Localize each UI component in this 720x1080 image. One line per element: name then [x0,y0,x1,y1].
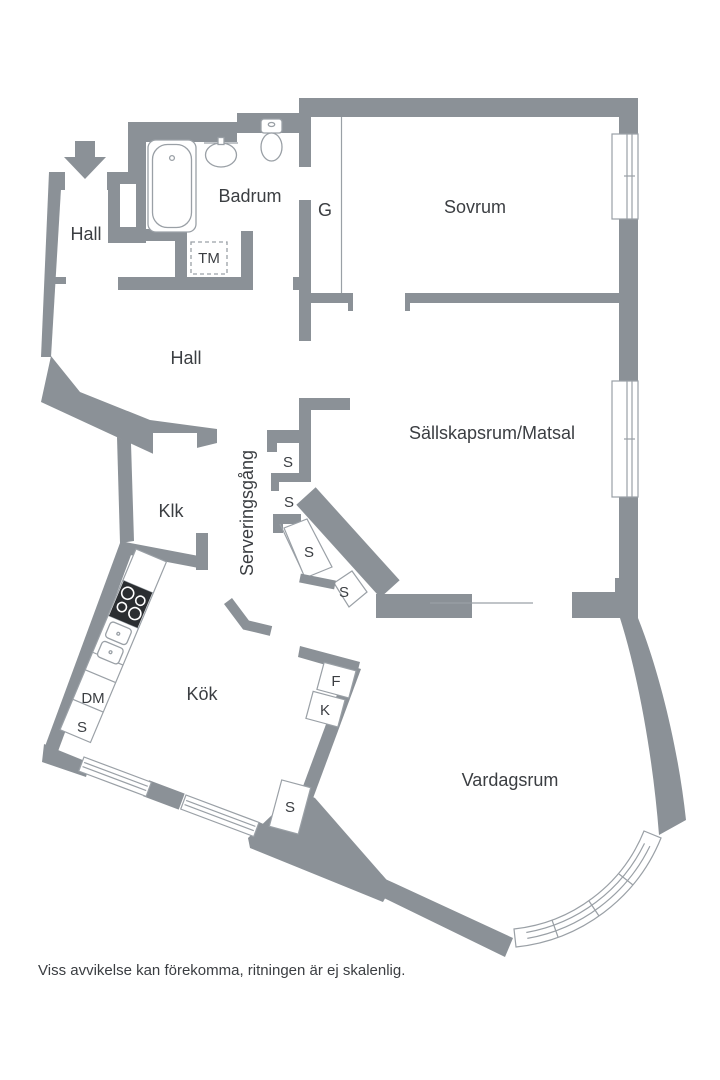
wall-hall-divider [118,277,253,290]
wall-salon-left [299,398,311,482]
wall-right-3 [619,497,638,594]
windows-layer [77,133,662,948]
washing-machine-box [190,241,228,275]
wall-diagonal-closets [296,487,400,598]
stove [109,580,153,628]
label-s3: S [304,544,314,561]
wall-right-stub [615,578,638,594]
label-s5: S [285,799,295,816]
label-sallskapsrum: Sällskapsrum/Matsal [409,423,575,443]
wall-top-band2 [128,122,237,142]
wall-klk-bottom [120,541,204,569]
label-hall-lower: Hall [170,348,201,368]
wall-curved-right [620,618,686,835]
wall-kitchen-corner [42,744,90,777]
toilet [260,118,283,162]
wall-salon-bottom-left [376,594,472,618]
closet-top-hook [267,443,277,452]
label-sovrum: Sovrum [444,197,506,217]
label-g-closet: G [318,200,332,220]
label-s2: S [284,494,294,511]
sink [204,136,238,168]
wall-left-outer [41,172,62,357]
disclaimer-text: Viss avvikelse kan förekomma, ritningen … [38,962,405,979]
closet-f-box [316,661,357,699]
kitchen-counter [59,548,168,744]
window-pier [143,780,185,810]
wall-g-2 [299,200,311,278]
fixtures-layer [59,118,283,744]
closet-top-arm [267,430,299,443]
wall-tm-right [241,231,253,290]
closet-bottom-hook [273,524,283,533]
window-sovrum [611,133,639,220]
wall-kitchen-left [44,543,134,754]
wall-g-1 [299,117,311,167]
label-dm: DM [81,690,104,707]
kitchen-sink [96,621,132,665]
klk-notch [153,433,197,494]
label-badrum: Badrum [218,186,281,206]
closet-s5-box [268,779,312,835]
closet-boxes-layer [268,518,368,835]
thin-lines-layer [279,117,533,604]
wall-kok-junction [248,790,392,902]
closet-k-box [305,690,346,728]
label-s4: S [339,584,349,601]
wall-kok-right [299,665,361,801]
labels-layer: Hall Badrum G Sovrum TM Hall Sällskapsru… [70,186,575,816]
jamb-a [348,303,353,311]
wall-hall-divider-stub [51,277,66,284]
wall-sovrum-bottom-b [405,293,619,303]
wall-g-corner [293,277,311,290]
walls-layer [41,98,686,957]
wall-klk-left [117,437,134,543]
closet-bottom-stub [273,514,301,524]
label-f: F [331,673,340,690]
wall-entry-left [49,172,65,190]
wall-tm-left [175,229,187,279]
wall-right-2 [619,219,638,381]
label-klk: Klk [158,501,184,521]
wall-sovrum-bottom-a [311,293,353,303]
wall-salon-bottom-right [572,592,638,618]
wall-kok-right-stub [298,646,360,674]
wall-right-1 [619,117,638,134]
closet-s3-s4-stub [299,573,336,590]
label-vardagsrum: Vardagsrum [462,770,559,790]
wall-top-main [299,98,638,117]
label-tm: TM [198,250,220,267]
label-counter-s: S [77,719,87,736]
closet-divider-hook [271,482,279,491]
label-s1: S [283,454,293,471]
label-k: K [320,702,330,719]
wall-hall-sw-band [41,356,217,457]
label-hall-upper: Hall [70,224,101,244]
window-kok-2 [179,794,260,838]
window-sallskapsrum [611,380,639,498]
wall-klk-stub [196,533,208,570]
label-serveringsgang: Serveringsgång [237,450,257,576]
bathtub [147,139,197,233]
closet-s4-box [333,570,368,608]
closet-divider [271,473,299,482]
jamb-b [405,303,410,311]
window-curved [513,830,662,948]
entrance-arrow-icon [64,141,106,179]
wall-g-3 [299,290,311,341]
label-kok: Kök [186,684,218,704]
wall-chevron [224,598,273,636]
window-kok-1 [77,756,153,798]
wall-salon-arm [311,398,350,410]
closet-s3-box [283,518,333,579]
wall-niche [120,184,136,227]
